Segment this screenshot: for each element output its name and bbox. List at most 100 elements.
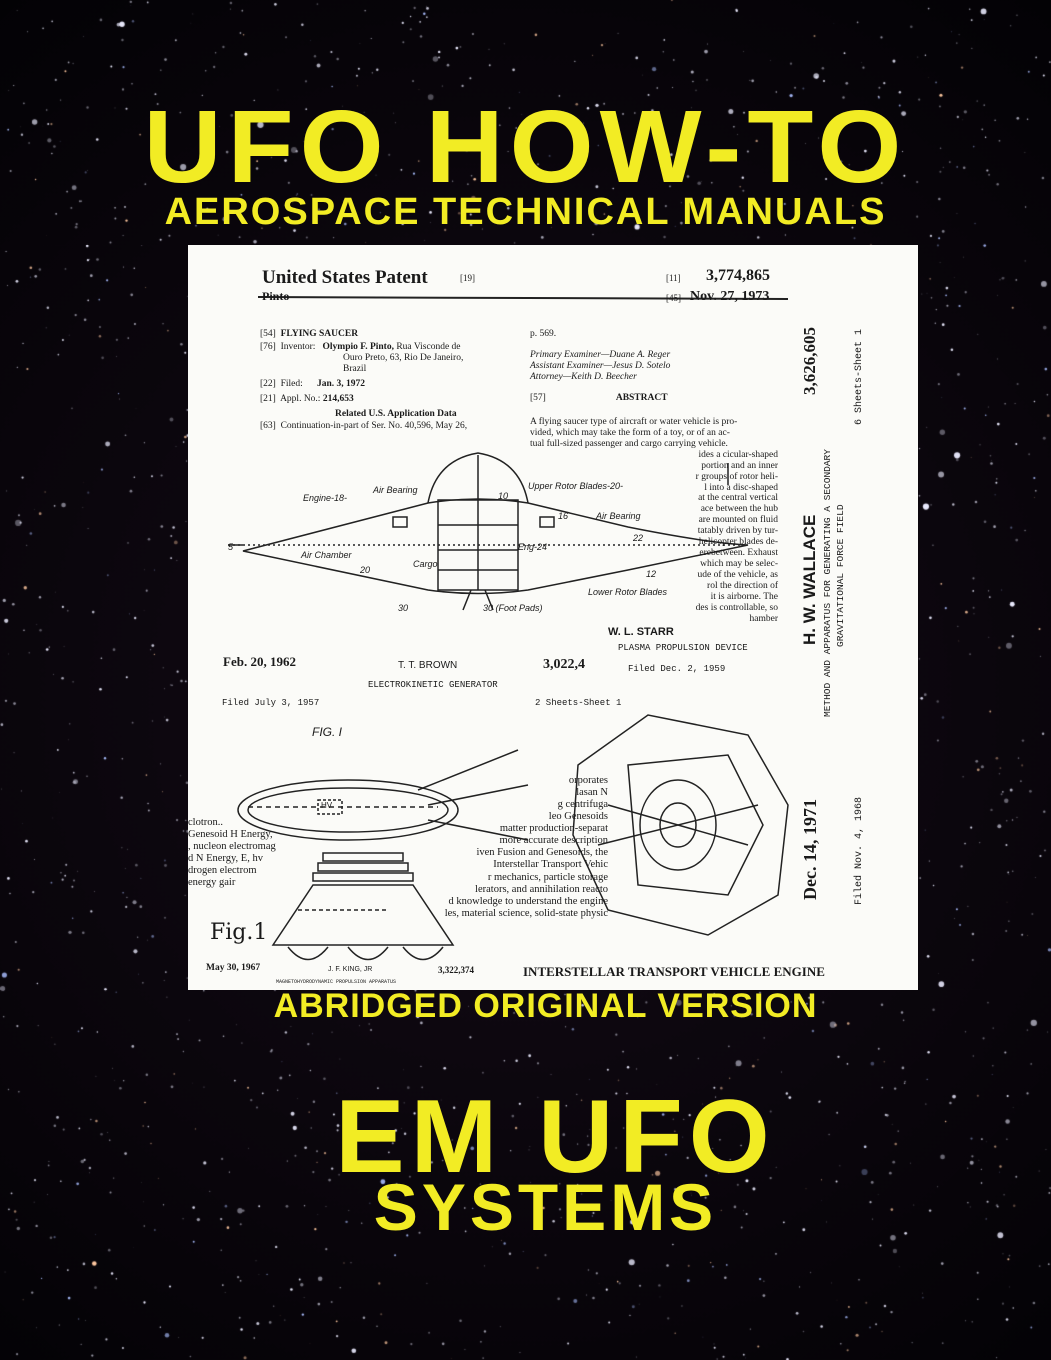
abstract-line: helicopter blades de- [698, 537, 778, 548]
wallace-title-line1: METHOD AND APPARATUS FOR GENERATING A SE… [822, 449, 833, 717]
wallace-inventor-name: H. W. WALLACE [800, 514, 819, 645]
figure-label: 10 [498, 491, 509, 501]
abstract-line: erebetween. Exhaust [699, 548, 778, 559]
patent-code: [11] [666, 273, 681, 283]
figure-label: Upper Rotor Blades-20- [528, 481, 624, 491]
figure-label: 16 [558, 511, 569, 521]
hv-label: HV [321, 801, 333, 810]
interstellar-text-line: orporates [568, 775, 608, 786]
brown-filed: Filed July 3, 1957 [222, 698, 320, 708]
abstract-line: rol the direction of [707, 580, 778, 591]
figure-label: 30 [398, 603, 409, 613]
abstract-line: ides a cicular-shaped [698, 449, 778, 460]
interstellar-text-line: drogen electrom [188, 865, 257, 877]
king-number: 3,322,374 [438, 965, 474, 975]
interstellar-text-line: r mechanics, particle storage [487, 871, 608, 883]
figure-label: 30 (Foot Pads) [483, 603, 543, 613]
attorney: Attorney—Keith D. Beecher [530, 371, 637, 382]
abstract-line: tatably driven by tur- [697, 526, 778, 537]
page-ref: p. 569. [530, 329, 557, 339]
plasma-propulsion-drawing [572, 714, 789, 936]
brown-title: ELECTROKINETIC GENERATOR [368, 680, 498, 690]
inventor-name: Olympio F. Pinto, [322, 341, 394, 352]
wallace-date: Dec. 14, 1971 [800, 799, 820, 900]
abstract-line: A flying saucer type of aircraft or wate… [530, 417, 738, 427]
wallace-filed: Filed Nov. 4, 1968 [854, 796, 865, 905]
king-inventor: J. F. KING, JR [328, 966, 373, 973]
king-title: MAGNETOHYDRODYNAMIC PROPULSION APPARATUS [276, 979, 397, 985]
code: [76] [260, 341, 276, 352]
patent-title: FLYING SAUCER [280, 329, 359, 339]
patent-drawings [228, 296, 789, 961]
figure-label: 22 [633, 533, 644, 543]
appl-number: 214,653 [322, 393, 354, 404]
abstract-line: portion and an inner [701, 460, 778, 471]
abstract-line: at the central vertical [698, 493, 778, 504]
patent-bibliographic: [54] FLYING SAUCER [76] Inventor: Olympi… [260, 329, 520, 432]
figure-label: 5 [228, 542, 234, 552]
starr-title: PLASMA PROPULSION DEVICE [618, 643, 748, 653]
patent-collage: United States Patent [19] Pinto [11] 3,7… [188, 245, 918, 990]
mhd-propulsion-drawing [271, 852, 455, 961]
abstract-line: tual full-sized passenger and cargo carr… [530, 438, 728, 449]
figure-label: Engine-18- [303, 493, 348, 503]
assistant-examiner: Assistant Examiner—Jesus D. Sotelo [530, 360, 671, 371]
code: [21] [260, 393, 276, 404]
figure-label: Cargo [413, 559, 438, 569]
label: Appl. No.: [280, 393, 321, 404]
starr-inventor: W. L. STARR [608, 626, 674, 638]
patent-examiners: p. 569. Primary Examiner—Duane A. Reger … [530, 329, 670, 404]
interstellar-text-line: matter production-separat [499, 823, 608, 835]
code: [57] [530, 392, 546, 403]
figure-label: Lower Rotor Blades [588, 587, 668, 597]
wallace-sheets: 6 Sheets-Sheet 1 [854, 328, 865, 425]
edition-label: ABRIDGED ORIGINAL VERSION [273, 987, 818, 1025]
wallace-title-line2: GRAVITATIONAL FORCE FIELD [835, 504, 846, 647]
abstract-line: l into a disc-shaped [704, 482, 778, 493]
figure-label: Air Chamber [301, 550, 352, 560]
continuation: Continuation-in-part of Ser. No. 40,596,… [280, 421, 468, 432]
abstract-text: A flying saucer type of aircraft or wate… [530, 417, 778, 625]
related-heading: Related U.S. Application Data [335, 408, 457, 419]
code: [22] [260, 378, 276, 389]
interstellar-text-line: iven Fusion and Genesoids, the [476, 847, 608, 859]
patent-inventor-surname: Pinto [262, 289, 290, 303]
abstract-line: are mounted on fluid [698, 515, 778, 526]
interstellar-text-line: energy gair [188, 877, 236, 889]
figure-label: Air Bearing [596, 511, 641, 521]
brown-number: 3,022,4 [543, 657, 585, 672]
figure-label: 12 [646, 569, 657, 579]
figure-label: Eng-24 [518, 542, 548, 552]
cover-subtitle: AEROSPACE TECHNICAL MANUALS [164, 191, 887, 233]
abstract-line: des is controllable, so [695, 602, 778, 613]
main-subtitle: SYSTEMS [373, 1170, 718, 1244]
interstellar-text-line: clotron.. [188, 817, 223, 828]
patent-number: 3,774,865 [706, 267, 770, 284]
label: Inventor: [280, 341, 316, 352]
patent-header: United States Patent [262, 267, 428, 288]
interstellar-text-line: d N Energy, E, hv [188, 853, 263, 865]
brown-inventor: T. T. BROWN [398, 660, 458, 671]
address: Ouro Preto, 63, Rio De Janeiro, [343, 352, 464, 363]
interstellar-title: INTERSTELLAR TRANSPORT VEHICLE ENGINE [523, 964, 825, 979]
brown-date: Feb. 20, 1962 [223, 654, 296, 669]
abstract-line: it is airborne. The [710, 591, 778, 602]
interstellar-text-line: Genesoid H Energy, [188, 829, 273, 841]
code: [63] [260, 421, 276, 432]
interstellar-text-line: les, material science, solid-state physi… [444, 907, 608, 919]
cover-title: UFO HOW-TO [143, 89, 908, 204]
king-date: May 30, 1967 [206, 963, 261, 973]
figure-label: 20 [360, 565, 371, 575]
patent-code: [45] [666, 293, 681, 303]
abstract-line: r groups of rotor heli- [695, 471, 778, 482]
address: Brazil [343, 363, 367, 374]
wallace-number: 3,626,605 [800, 327, 819, 395]
brown-sheets: 2 Sheets-Sheet 1 [535, 698, 622, 708]
brown-figure-label: FIG. I [312, 725, 342, 739]
abstract-line: which may be selec- [700, 558, 778, 569]
primary-examiner: Primary Examiner—Duane A. Reger [530, 349, 671, 360]
label: Filed: [280, 378, 303, 389]
patent-date: Nov. 27, 1973 [690, 289, 770, 304]
figure-label: Air Bearing [373, 485, 418, 495]
